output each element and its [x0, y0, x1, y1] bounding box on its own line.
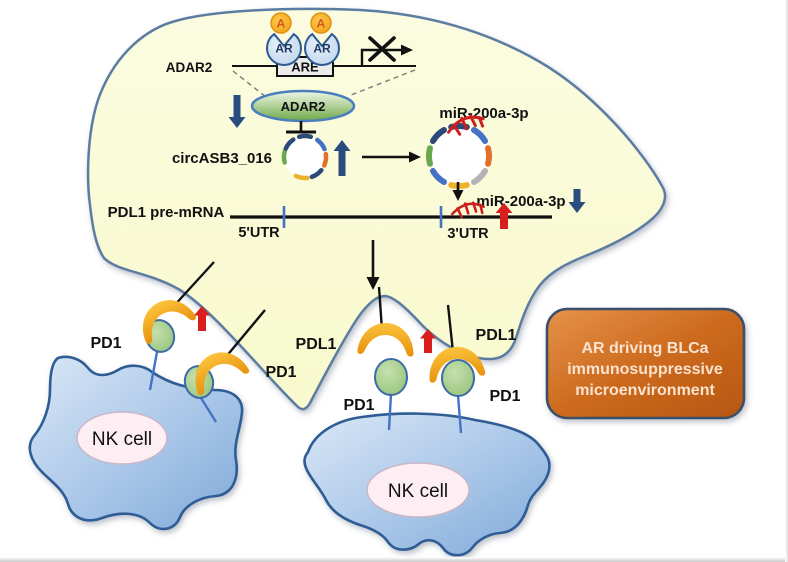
are-label: ARE — [291, 60, 319, 75]
nk-cell-label-left: NK cell — [92, 429, 152, 450]
ar-label-1: AR — [275, 42, 293, 56]
to-membrane-arrowhead — [366, 277, 380, 290]
blocked-x-icon — [368, 36, 396, 62]
mirna-reduced-down-arrow-blue — [568, 189, 586, 213]
pdl1-up-arrow-red — [495, 203, 513, 229]
androgen-ball-2 — [310, 12, 332, 34]
pd1-label-right: PD1 — [489, 388, 520, 405]
androgen-ball-1 — [270, 12, 292, 34]
circrna-circle-bg — [284, 136, 326, 178]
pdl1-increase-arrow-left — [194, 306, 210, 331]
adar2-down-arrow-blue — [228, 95, 246, 128]
circrna-group: circASB3_016 — [172, 133, 421, 181]
pd1-label-mid: PD1 — [265, 364, 296, 381]
pd1-head-center-1 — [374, 358, 408, 396]
adar2-gene-label: ADAR2 — [166, 60, 213, 75]
mirna-reduced-label: miR-200a-3p — [476, 193, 565, 210]
adar2-ellipse — [250, 89, 356, 123]
annotation-line-2: immunosuppressive — [567, 361, 723, 378]
pdl1-increase-arrow-center — [420, 329, 436, 353]
androgen-label-1: A — [277, 17, 286, 31]
circrna-dashed-circle — [281, 133, 329, 181]
adar2-enzyme: ADAR2 — [228, 89, 356, 134]
slide-bottom-shadow — [0, 557, 788, 562]
pd1-label-left: PD1 — [90, 335, 121, 352]
adar2-enzyme-label: ADAR2 — [281, 99, 326, 114]
transcription-arrowhead — [401, 44, 413, 56]
nk-label-ellipse-left — [76, 411, 168, 465]
annotation-line-1: AR driving BLCa — [581, 340, 708, 357]
pd1-head-center-2 — [441, 359, 475, 397]
annotation-line-3: microenvironment — [575, 382, 715, 399]
pd1-receptors — [148, 351, 463, 434]
annotation-box: AR driving BLCa immunosuppressive microe… — [545, 307, 746, 420]
pd1-label-center: PD1 — [343, 397, 374, 414]
ar-label-2: AR — [313, 42, 331, 56]
utr5-label: 5'UTR — [238, 225, 280, 241]
pdl1-label-right: PDL1 — [476, 327, 517, 344]
ar-promoter-complex: ARE AR AR A A ADAR2 — [166, 12, 416, 98]
ar-protein-2 — [304, 32, 340, 67]
sponge-arrowhead — [409, 151, 421, 163]
pdl1-stalks — [171, 261, 455, 359]
mirna-circle-bg — [429, 126, 489, 186]
ar-protein-1 — [266, 32, 302, 67]
nk-cell-label-center: NK cell — [388, 481, 448, 502]
pre-mrna-group: PDL1 pre-mRNA 5'UTR 3'UTR — [108, 200, 552, 242]
androgen-label-2: A — [317, 17, 326, 31]
pdl1-label-left: PDL1 — [296, 336, 337, 353]
mirna-sponge-group: miR-200a-3p miR-200a-3p — [425, 105, 586, 213]
transcription-arrow — [360, 48, 404, 66]
dashed-link-left — [232, 70, 267, 98]
mirna-down-arrowhead — [452, 190, 464, 201]
circrna-label: circASB3_016 — [172, 150, 272, 167]
pre-mrna-label: PDL1 pre-mRNA — [108, 204, 225, 221]
slide-right-shadow — [785, 0, 788, 562]
dashed-link-right — [350, 69, 416, 96]
pdl1-crescent-center-1 — [357, 321, 416, 357]
nk-label-ellipse-center — [366, 462, 470, 518]
circrna-up-arrow-blue — [333, 140, 351, 176]
utr3-label: 3'UTR — [447, 226, 489, 242]
